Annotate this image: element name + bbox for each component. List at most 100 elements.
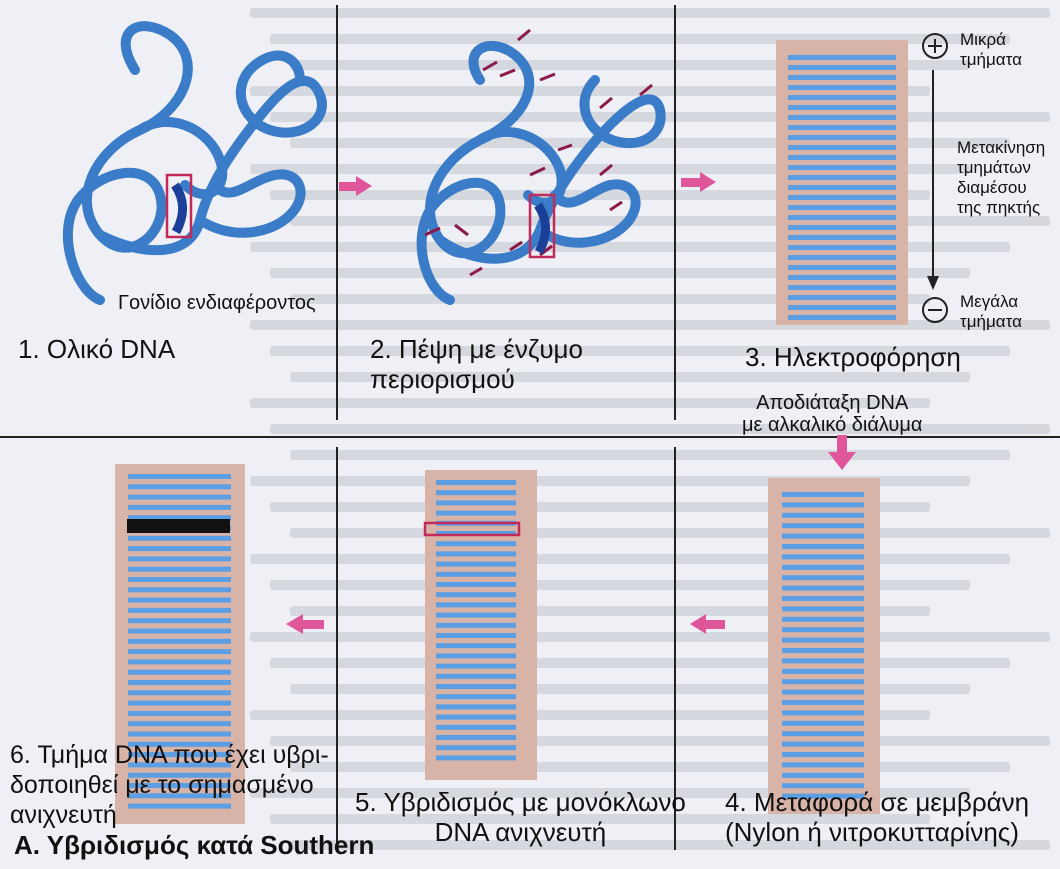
gel-band — [782, 731, 864, 736]
gel-band — [788, 115, 896, 120]
gel-band — [128, 618, 231, 623]
gel-band — [788, 145, 896, 150]
gel-band — [782, 669, 864, 674]
gel-band — [128, 629, 231, 634]
panel-5-label: 5. Υβριδισμός με μονόκλωνο DNA ανιχνευτή — [355, 787, 686, 847]
gel-band — [788, 195, 896, 200]
gel-band — [128, 577, 231, 582]
panel-1-label: 1. Ολικό DNA — [18, 334, 175, 364]
gel-band — [436, 674, 516, 679]
gel-band — [436, 562, 516, 567]
gel-band — [782, 679, 864, 684]
gel-band — [436, 633, 516, 638]
gel-band — [788, 255, 896, 260]
gel-band — [788, 75, 896, 80]
left-arrow-icon — [286, 614, 324, 634]
gel-band — [128, 670, 231, 675]
gel-band — [128, 701, 231, 706]
gel-band — [788, 305, 896, 310]
gel-band — [128, 546, 231, 551]
dna-strand-2 — [422, 46, 661, 300]
gel-band — [788, 245, 896, 250]
gel-band — [782, 762, 864, 767]
gel-band — [782, 648, 864, 653]
gel-band — [436, 541, 516, 546]
gene-of-interest-segment — [175, 185, 183, 232]
gel-band — [436, 684, 516, 689]
gel-band — [788, 285, 896, 290]
gel-band — [788, 165, 896, 170]
gel-band — [788, 65, 896, 70]
gel-band — [128, 556, 231, 561]
gel-band — [128, 690, 231, 695]
gel-band — [782, 627, 864, 632]
gel-band — [128, 505, 231, 510]
gel-band — [128, 680, 231, 685]
gel-band — [782, 534, 864, 539]
gel-band — [782, 638, 864, 643]
gel-band — [128, 567, 231, 572]
right-arrow-icon-2 — [681, 172, 716, 192]
gel-band — [782, 544, 864, 549]
gel-band — [128, 639, 231, 644]
gel-band — [436, 715, 516, 720]
gel-band — [128, 495, 231, 500]
gel-band — [788, 315, 896, 320]
gel-band — [128, 649, 231, 654]
detected-dark-band — [127, 519, 230, 533]
gel-band — [436, 745, 516, 750]
dna-strand-1 — [68, 26, 322, 300]
gel-band — [788, 265, 896, 270]
gel-band — [782, 575, 864, 580]
figure-title: Α. Υβριδισμός κατά Southern — [14, 830, 374, 861]
down-arrow-icon — [828, 435, 856, 470]
gel-band — [436, 551, 516, 556]
gel-band — [128, 598, 231, 603]
gel-band — [436, 592, 516, 597]
small-fragments-label: Μικρά τμήματα — [960, 30, 1022, 70]
migration-arrowhead — [927, 276, 939, 290]
panel-3-label: 3. Ηλεκτροφόρηση — [745, 342, 961, 372]
gel-band — [782, 773, 864, 778]
gel-band — [782, 721, 864, 726]
gel-band — [788, 185, 896, 190]
gel-band — [788, 175, 896, 180]
gel-band — [782, 513, 864, 518]
panel-2-digestion — [422, 30, 661, 300]
gel-band — [782, 710, 864, 715]
gel-band — [782, 523, 864, 528]
gel-band — [436, 490, 516, 495]
panel-2-label: 2. Πέψη με ένζυμο περιορισμού — [370, 334, 583, 394]
panel-5-hybridization — [425, 470, 537, 780]
gel-band — [782, 565, 864, 570]
gel-band — [436, 572, 516, 577]
gel-band — [436, 623, 516, 628]
panel-1-total-dna — [68, 26, 322, 300]
gel-band — [436, 511, 516, 516]
gel-band — [436, 694, 516, 699]
gel-band — [436, 664, 516, 669]
gel-band — [436, 725, 516, 730]
panel-4-transfer — [768, 435, 880, 814]
gel-band — [788, 215, 896, 220]
gel-band — [788, 55, 896, 60]
right-arrow-icon — [339, 176, 372, 196]
gel-band — [788, 275, 896, 280]
gel-band — [782, 690, 864, 695]
gel-band — [436, 704, 516, 709]
gel-band — [782, 586, 864, 591]
gel-band — [128, 711, 231, 716]
gel-band — [788, 155, 896, 160]
gel-band — [782, 742, 864, 747]
gel-band — [436, 653, 516, 658]
gel-band — [128, 536, 231, 541]
gel-band — [436, 735, 516, 740]
gel-band — [782, 492, 864, 497]
gel-band — [788, 105, 896, 110]
gel-band — [128, 659, 231, 664]
gel-band — [128, 474, 231, 479]
left-arrow-icon-2 — [690, 614, 725, 634]
gel-band — [788, 85, 896, 90]
gel-band — [128, 484, 231, 489]
gel-band — [128, 732, 231, 737]
